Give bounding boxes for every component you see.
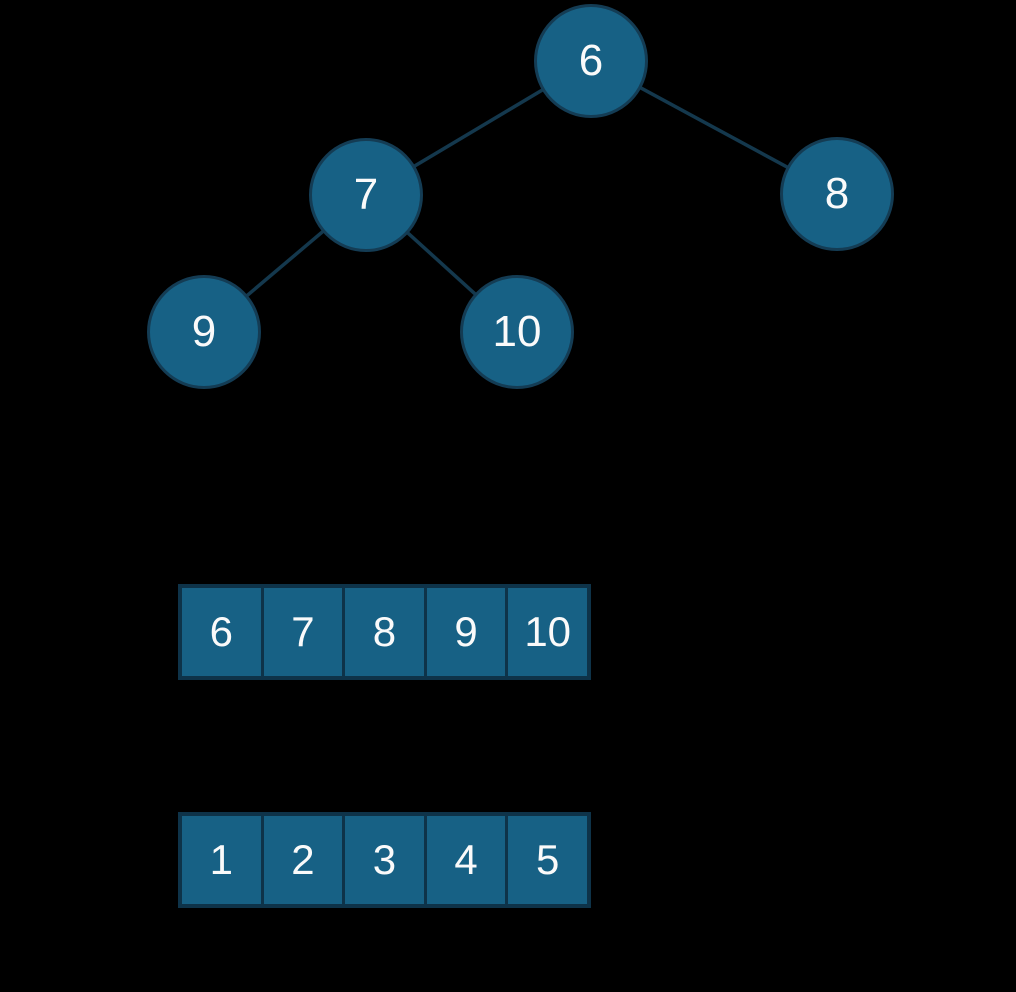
array-bottom-row: 1 2 3 4 5 — [178, 812, 591, 908]
array-cell: 5 — [505, 816, 587, 904]
array-cell: 1 — [182, 816, 261, 904]
array-cell: 2 — [260, 816, 343, 904]
array-cell: 6 — [182, 588, 261, 676]
array-cell: 8 — [342, 588, 424, 676]
tree-node-6: 6 — [534, 4, 648, 118]
array-cell: 10 — [505, 588, 587, 676]
tree-node-7: 7 — [309, 138, 423, 252]
array-cell: 4 — [423, 816, 506, 904]
tree-node-9-label: 9 — [191, 307, 217, 356]
array-top-row: 6 7 8 9 10 — [178, 584, 591, 680]
tree-node-7-label: 7 — [353, 170, 379, 219]
array-cell: 7 — [260, 588, 343, 676]
tree-node-10: 10 — [460, 275, 574, 389]
array-cell: 3 — [342, 816, 424, 904]
tree-node-6-label: 6 — [578, 36, 604, 85]
tree-node-9: 9 — [147, 275, 261, 389]
tree-node-8: 8 — [780, 137, 894, 251]
array-cell: 9 — [423, 588, 506, 676]
tree-node-8-label: 8 — [824, 169, 850, 218]
tree-node-10-label: 10 — [492, 307, 542, 356]
